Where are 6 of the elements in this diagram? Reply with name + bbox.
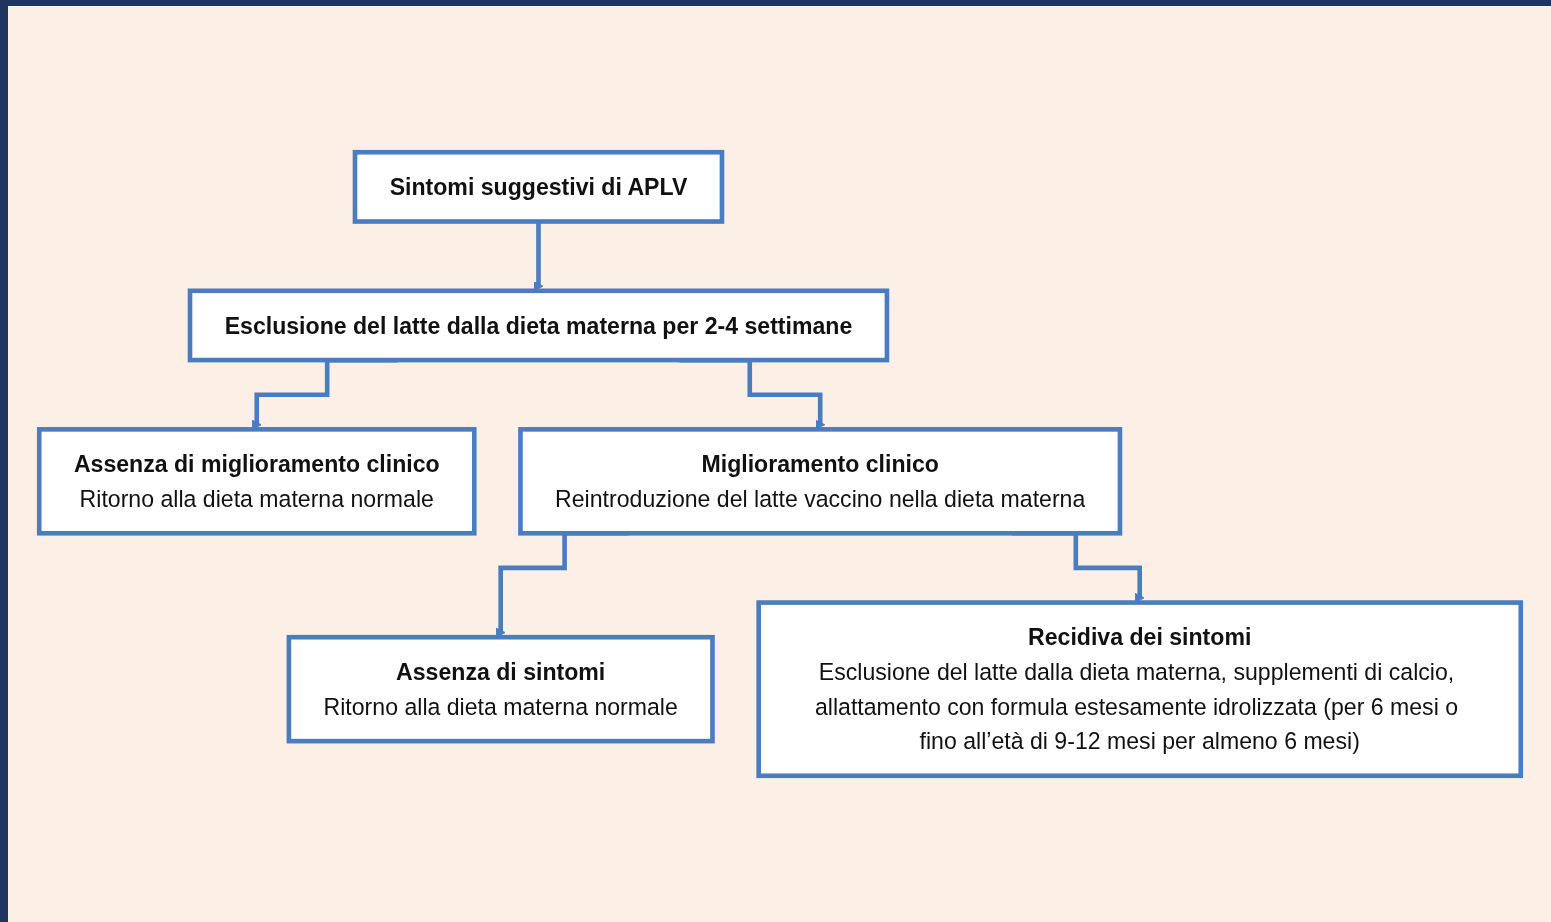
node-box: Assenza di sintomi Ritorno alla dieta materna normale <box>286 634 715 744</box>
node-box: Assenza di miglioramento clinico Ritorno alla dieta materna normale <box>36 427 477 536</box>
node-box: Sintomi suggestivi di APLV <box>352 149 724 224</box>
node-box: Miglioramento clinico Reintroduzione del latte vaccino nella dieta materna <box>517 427 1122 536</box>
node-box: Esclusione del latte dalla dieta materna per 2-4 settimane <box>187 288 889 363</box>
node-box: Recidiva dei sintomi Esclusione del latte dalla dieta materna, supplementi di calcio, allattamento con formula estesamente idrolizzata (per 6 mesi o fino all’età di 9-12 mesi per almeno 6 mesi) <box>755 600 1523 779</box>
